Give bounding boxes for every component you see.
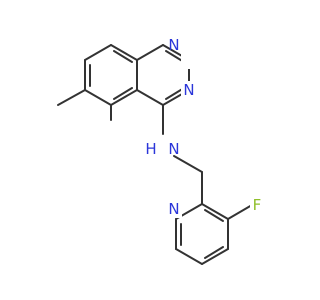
label-bg <box>142 140 172 160</box>
bond <box>136 44 164 61</box>
bond <box>136 89 164 106</box>
double-bond-inner <box>113 50 133 63</box>
bond <box>227 204 253 220</box>
methyl-bond <box>57 89 86 106</box>
molecule-canvas: N N N H N F <box>57 36 266 265</box>
nitrogen-atom: N <box>168 200 179 218</box>
label-bg <box>181 81 197 99</box>
nitrogen-atom: N <box>183 81 194 99</box>
molecule-structure: N N N H N F <box>57 36 266 265</box>
label-bg <box>250 196 266 214</box>
bond <box>175 248 203 265</box>
label-bg <box>166 200 182 218</box>
fluorine-atom: F <box>253 196 262 214</box>
bond <box>201 248 229 265</box>
label-bg <box>181 51 197 69</box>
bond <box>201 203 229 220</box>
hydrogen-atom: H <box>145 140 156 158</box>
double-bond-inner <box>204 246 224 259</box>
bond <box>110 44 138 61</box>
double-bond-inner <box>113 87 133 100</box>
nitrogen-atom: N <box>168 36 179 54</box>
bond <box>84 89 112 106</box>
bond <box>173 155 203 173</box>
nitrogen-atom: N <box>168 140 179 158</box>
double-bond-inner <box>204 209 224 222</box>
bond <box>84 44 112 61</box>
bond <box>110 89 138 106</box>
